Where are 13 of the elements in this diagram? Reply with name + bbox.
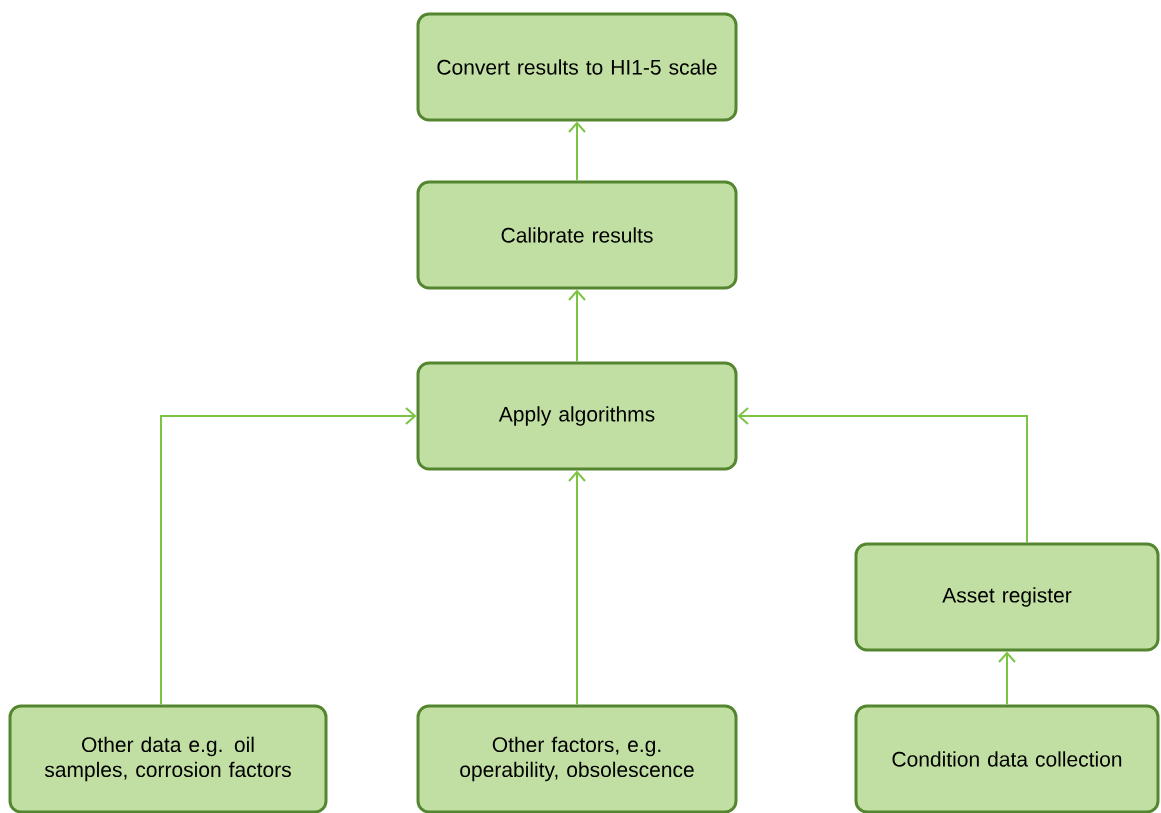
process-box: Apply algorithms	[416, 361, 738, 471]
process-box: Other data e.g. oil samples, corrosion factors	[8, 704, 328, 813]
arrow	[568, 121, 586, 182]
arrow	[568, 289, 586, 363]
process-box: Calibrate results	[416, 180, 738, 290]
arrow	[737, 407, 1028, 544]
arrow	[160, 407, 417, 706]
process-box: Condition data collection	[854, 704, 1160, 813]
arrow	[998, 651, 1016, 706]
process-box: Other factors, e.g. operability, obsolescence	[416, 704, 738, 813]
process-box: Convert results to HI1-5 scale	[416, 12, 738, 122]
process-box: Asset register	[854, 542, 1160, 652]
arrow	[568, 470, 586, 706]
